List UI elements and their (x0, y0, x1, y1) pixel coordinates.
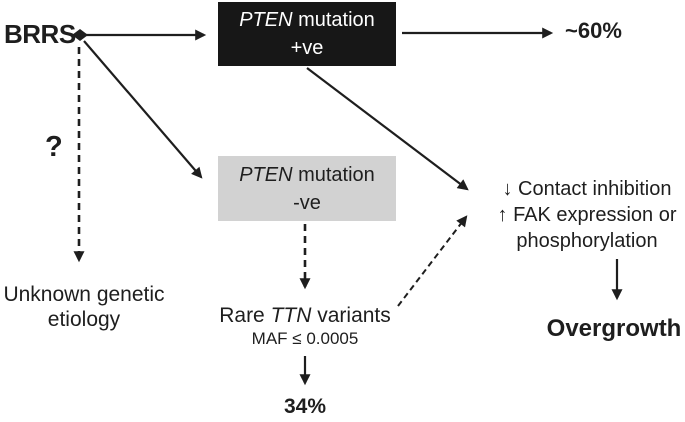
overgrowth-label: Overgrowth (546, 315, 682, 342)
down-arrow-icon: ↓ (502, 178, 513, 200)
question-mark-label: ? (45, 131, 63, 163)
maf-threshold-label: MAF ≤ 0.0005 (251, 329, 359, 348)
fak-expression-line: ↑ FAK expression or (486, 202, 685, 228)
phosphorylation-label: phosphorylation (516, 230, 658, 252)
rare-ttn-variants-label: Rare TTN variants (213, 302, 397, 329)
pten-mutation-negative-box: PTEN mutation -ve (218, 156, 396, 221)
effects-block: ↓ Contact inhibition ↑ FAK expression or… (486, 176, 685, 254)
pten-negative-rest: mutation (292, 164, 375, 186)
brrs-label: BRRS (4, 19, 76, 49)
pten-positive-line1: PTEN mutation (218, 6, 396, 34)
arrow-pten-positive-to-effects (306, 67, 469, 191)
ttn-gene-name: TTN (270, 304, 312, 327)
pten-gene-name: PTEN (239, 9, 293, 31)
percent-60-label: ~60% (565, 18, 622, 43)
percent-34-label: 34% (283, 395, 327, 418)
unknown-genetic-etiology-label: Unknown genetic etiology (3, 283, 165, 331)
junction-diamond (72, 29, 88, 41)
contact-inhibition-label: Contact inhibition (512, 178, 672, 200)
up-arrow-icon: ↑ (497, 204, 508, 226)
fak-expression-label: FAK expression or (507, 204, 677, 226)
pten-gene-name: PTEN (239, 164, 293, 186)
pten-positive-rest: mutation (292, 9, 375, 31)
pten-mutation-positive-box: PTEN mutation +ve (218, 2, 396, 66)
rare-ttn-post: variants (311, 304, 391, 327)
arrow-brrs-to-pten-negative (83, 40, 203, 179)
pten-negative-status: -ve (293, 192, 321, 214)
contact-inhibition-line: ↓ Contact inhibition (486, 176, 685, 202)
pten-positive-status: +ve (290, 37, 324, 59)
pten-negative-line1: PTEN mutation (218, 161, 396, 189)
rare-ttn-variants-block: Rare TTN variants MAF ≤ 0.0005 (213, 302, 397, 349)
rare-ttn-pre: Rare (219, 304, 271, 327)
dashed-arrow-ttn-to-effects (397, 215, 468, 307)
